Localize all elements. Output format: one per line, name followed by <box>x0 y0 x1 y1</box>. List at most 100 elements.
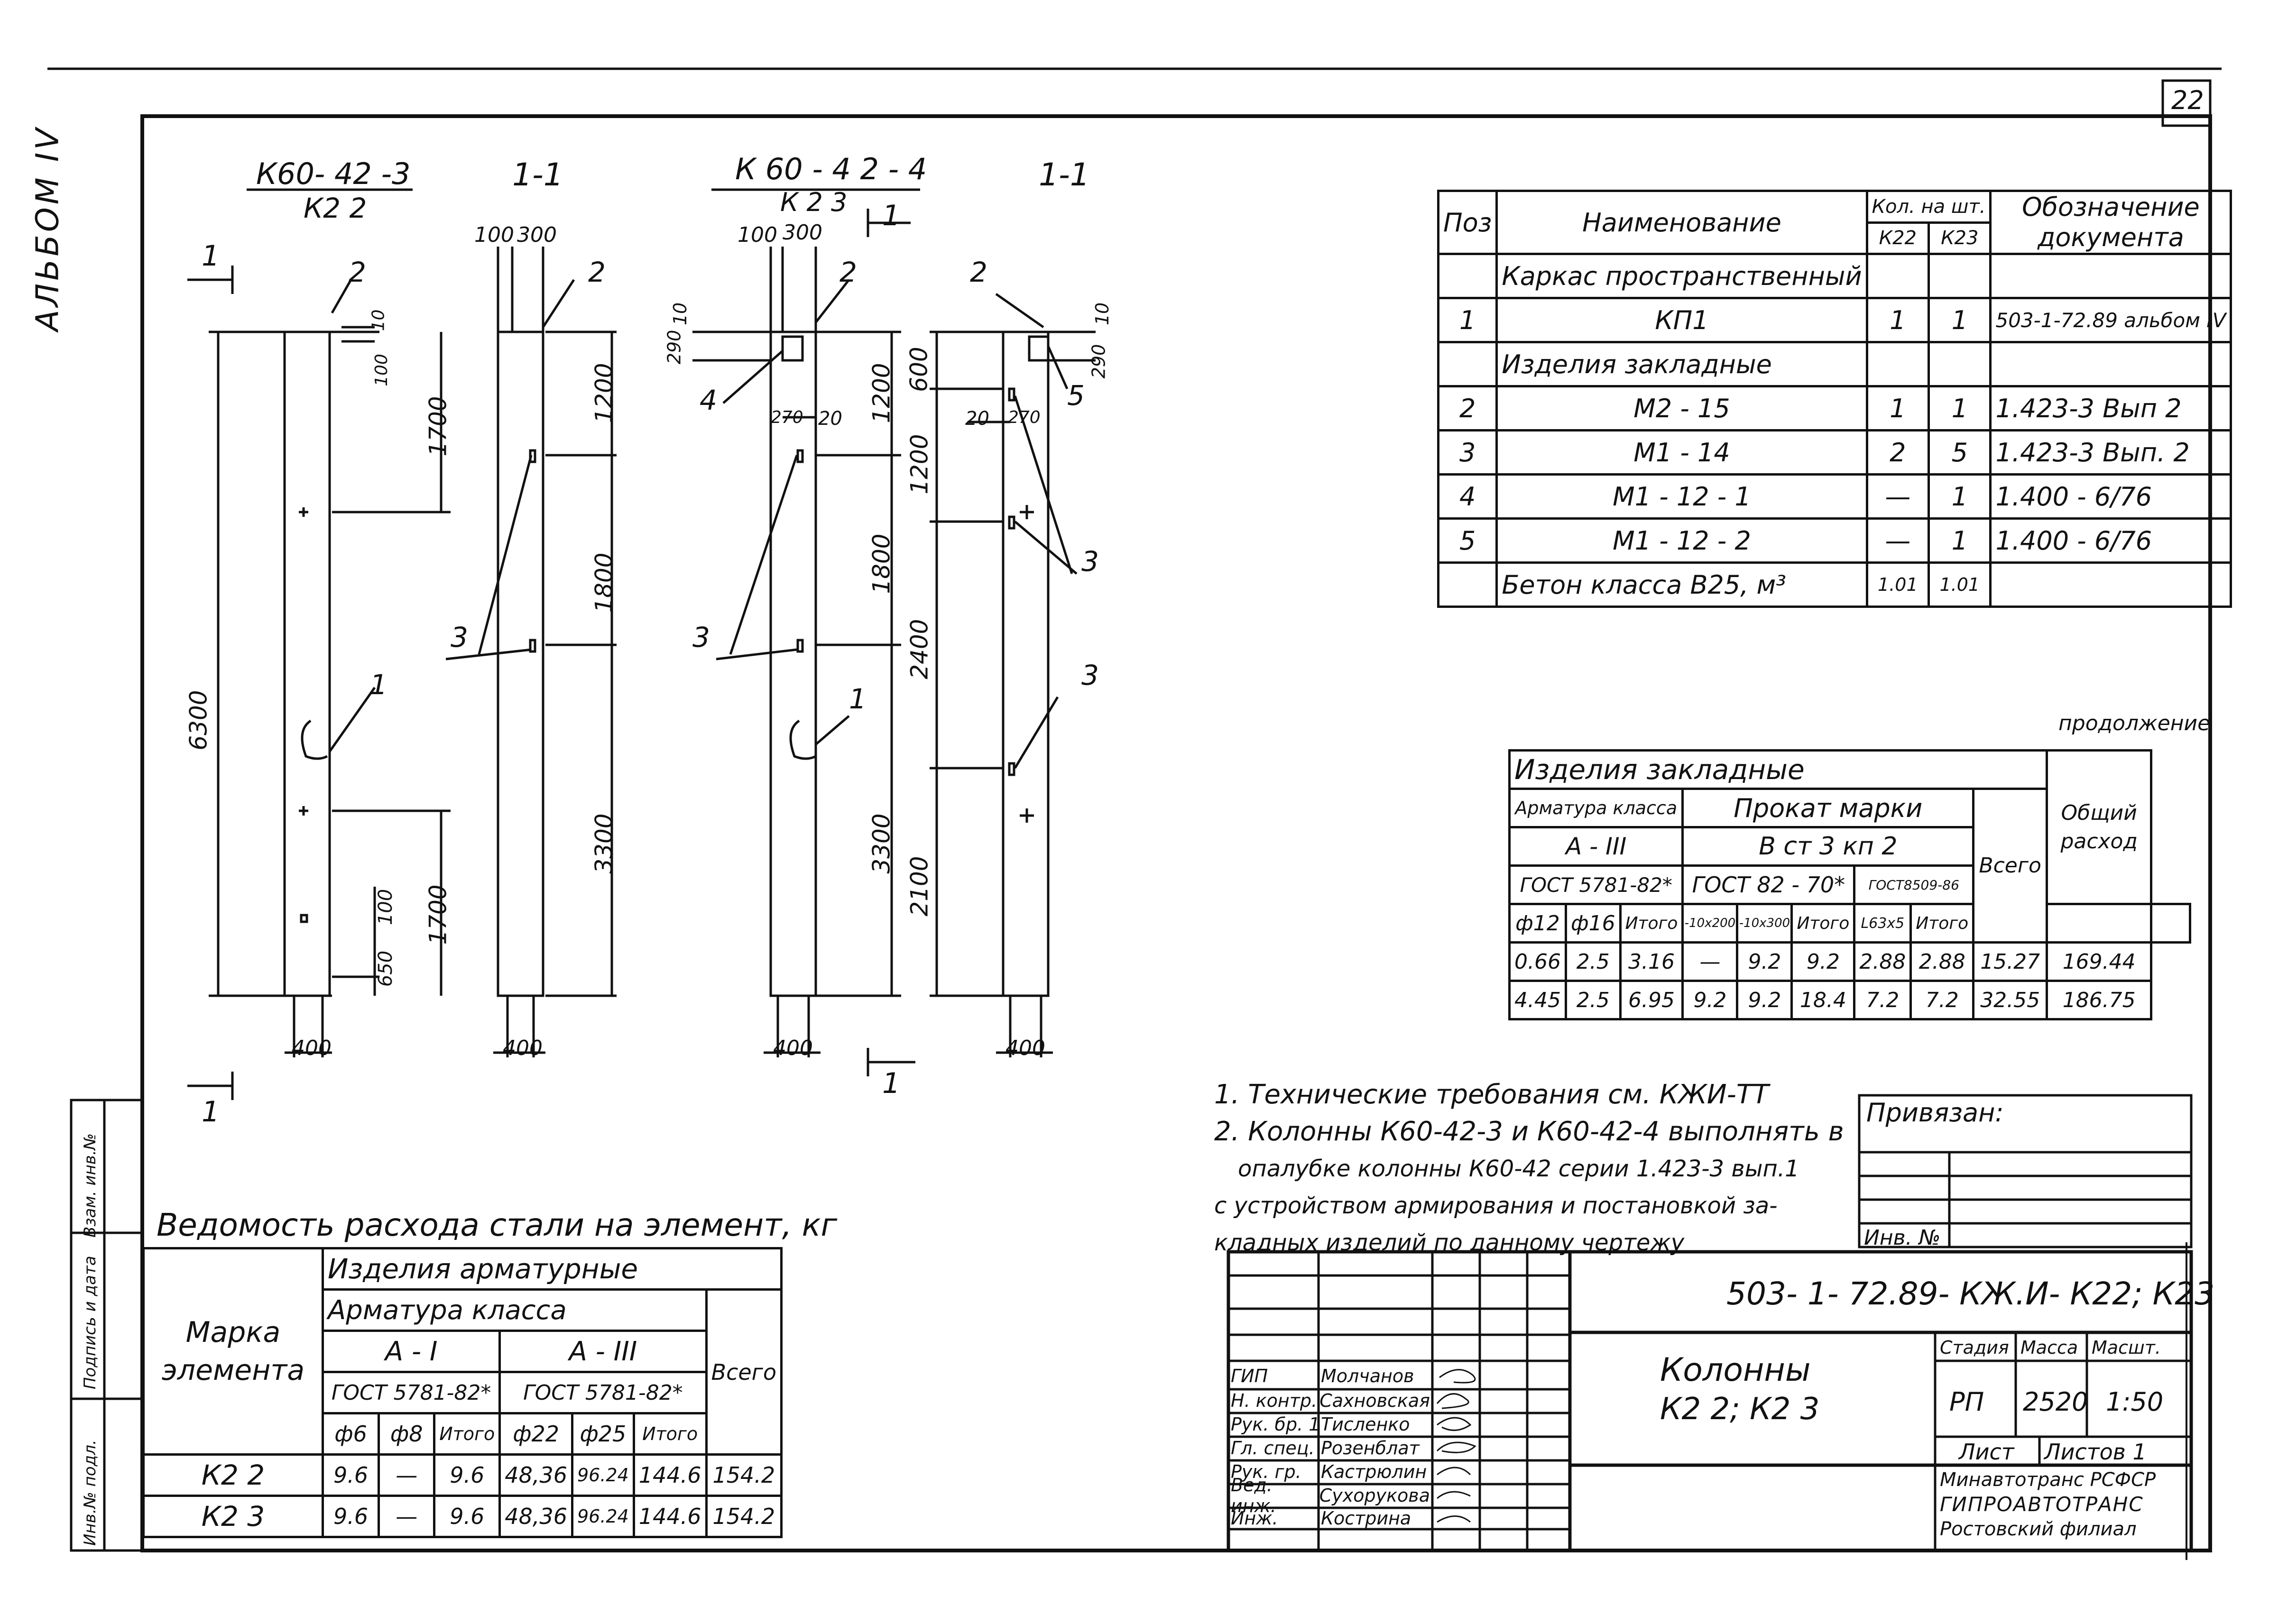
steel-consumption-table: Марка элемента Изделия арматурные Армату… <box>142 1247 783 1538</box>
k42-4-leader-2: 2 <box>839 256 857 288</box>
signatory-name: Сахновская <box>1319 1390 1430 1411</box>
signatory-name: Кострина <box>1321 1508 1411 1529</box>
spec-cell: КП1 <box>1495 297 1868 343</box>
k42-3-dim-width: 400 <box>292 1036 332 1060</box>
steel-cell: 9.6 <box>321 1453 380 1497</box>
spec-row: 5 М1 - 12 - 2 — 1 1.400 - 6/76 <box>1437 517 2232 564</box>
spec-cell: — <box>1865 473 1930 520</box>
emb-h-prokat: Прокат марки <box>1681 788 1975 828</box>
org-line: ГИПРОАВТОТРАНС <box>1940 1493 2144 1516</box>
steel-h-arm-class: Арматура класса <box>321 1288 708 1332</box>
k42-4-dim-300: 300 <box>783 220 822 245</box>
emb-title: Изделия закладные <box>1508 749 2048 790</box>
spec-cell: 1 <box>1928 517 1992 564</box>
signatory-role: Рук. бр. 1 <box>1231 1414 1320 1435</box>
spec-h-k23: К23 <box>1928 221 1992 255</box>
spec-row: 3 М1 - 14 2 5 1.423-3 Вып. 2 <box>1437 429 2232 476</box>
embedded-continuation: продолжение <box>2058 711 2211 735</box>
steel-col: ф25 <box>571 1412 635 1456</box>
signatory-name: Кастрюлин <box>1321 1461 1427 1482</box>
k42-3-title: К60- 42 -3 <box>256 156 411 191</box>
spec-cell: 1.01 <box>1865 561 1930 608</box>
signatory-name: Тисленко <box>1321 1414 1410 1435</box>
spec-section-embedded: Изделия закладные <box>1495 341 1868 387</box>
section-b-leader-5: 5 <box>1067 379 1085 412</box>
signatory-role: Н. контр. <box>1231 1390 1318 1411</box>
stage-value: РП <box>1949 1387 1984 1417</box>
signatory-row: Рук. гр. Кастрюлин <box>1231 1460 1430 1484</box>
steel-cell: — <box>378 1495 436 1538</box>
emb-col: Итого <box>1909 903 1975 944</box>
emb-cell: 32.55 <box>1972 980 2048 1020</box>
section-b-title: 1-1 <box>1039 156 1090 193</box>
emb-h-gost82: ГОСТ 82 - 70* <box>1681 864 1856 905</box>
spec-cell: 1.423-3 Вып 2 <box>1989 385 2232 431</box>
spec-cell: 5 <box>1437 517 1498 564</box>
steel-cell: 144.6 <box>632 1453 708 1497</box>
stage-header: Стадия <box>1940 1337 2009 1358</box>
steel-col: Итого <box>433 1412 501 1456</box>
emb-cell: 2.88 <box>1853 941 1912 982</box>
steel-h-a3: А - III <box>498 1330 708 1373</box>
steel-h-total: Всего <box>705 1288 783 1456</box>
emb-h-overall: Общий расход <box>2046 749 2153 905</box>
section-a-dim-100: 100 <box>474 223 514 247</box>
spec-cell: 4 <box>1437 473 1498 520</box>
spec-cell: 1 <box>1865 297 1930 343</box>
section-b-dim-270: 270 <box>1008 408 1041 427</box>
emb-cell: 2.5 <box>1564 941 1622 982</box>
steel-cell: — <box>378 1453 436 1497</box>
emb-cell: 2.5 <box>1564 980 1622 1020</box>
emb-cell: 9.2 <box>1790 941 1856 982</box>
section-b-leader-3a: 3 <box>1081 545 1099 578</box>
signatory-row: Н. контр.Сахновская <box>1231 1389 1430 1413</box>
steel-cell: 154.2 <box>705 1453 783 1497</box>
steel-cell: 154.2 <box>705 1495 783 1538</box>
steel-cell: 144.6 <box>632 1495 708 1538</box>
emb-cell: 9.2 <box>1736 941 1793 982</box>
privyazan-label: Привязан: <box>1866 1098 2004 1128</box>
k42-4-title: К 60 - 4 2 - 4 <box>735 152 927 186</box>
k42-4-mark: К 2 3 <box>780 187 848 217</box>
k42-4-leader-4: 4 <box>700 384 717 416</box>
section-b-leader-2: 2 <box>970 256 987 288</box>
signatory-name: Молчанов <box>1321 1366 1414 1386</box>
signatory-role: ГИП <box>1231 1366 1268 1386</box>
column-k42-4-elevation <box>692 209 915 1076</box>
steel-cell: 48,36 <box>498 1495 573 1538</box>
spec-cell: Бетон класса В25, м³ <box>1495 561 1868 608</box>
emb-cell: 9.2 <box>1736 980 1793 1020</box>
signatory-name: Сухорукова <box>1319 1485 1430 1506</box>
spec-h-qty: Кол. на шт. <box>1865 190 1992 224</box>
spec-cell: 2 <box>1865 429 1930 476</box>
spec-cell: М1 - 14 <box>1495 429 1868 476</box>
emb-cell: 7.2 <box>1909 980 1975 1020</box>
sheets-label: Листов 1 <box>2044 1439 2147 1465</box>
steel-h-gost-a: ГОСТ 5781-82* <box>321 1371 501 1414</box>
emb-col: ф16 <box>1564 903 1622 944</box>
emb-h-gost8509: ГОСТ8509-86 <box>1853 864 1975 905</box>
spec-cell: 1.400 - 6/76 <box>1989 473 2232 520</box>
signatory-role: Рук. гр. <box>1231 1461 1301 1482</box>
inv-label: Инв. № <box>1864 1226 1941 1250</box>
signatory-name: Розенблат <box>1321 1438 1420 1459</box>
spec-cell: 1.400 - 6/76 <box>1989 517 2232 564</box>
signatory-role: Инж. <box>1231 1508 1278 1529</box>
cut-mark-top-left: 1 <box>202 239 220 273</box>
steel-cell: К2 2 <box>142 1453 324 1497</box>
spec-cell: М1 - 12 - 1 <box>1495 473 1868 520</box>
k42-4-leader-1: 1 <box>849 683 867 715</box>
spec-cell: 1.423-3 Вып. 2 <box>1989 429 2232 476</box>
spec-row: 1 КП1 1 1 503-1-72.89 альбом IV <box>1437 297 2232 343</box>
signatory-role: Вед. инж. <box>1231 1475 1276 1516</box>
note-line: 1. Технические требования см. КЖИ-ТТ <box>1214 1079 1769 1110</box>
steel-row: К2 2 9.6 — 9.6 48,36 96.24 144.6 154.2 <box>142 1453 783 1497</box>
emb-cell: 4.45 <box>1508 980 1567 1020</box>
spec-cell: 1 <box>1928 473 1992 520</box>
k42-4-dim-100: 100 <box>738 223 777 247</box>
steel-h-mark: Марка элемента <box>142 1247 324 1456</box>
